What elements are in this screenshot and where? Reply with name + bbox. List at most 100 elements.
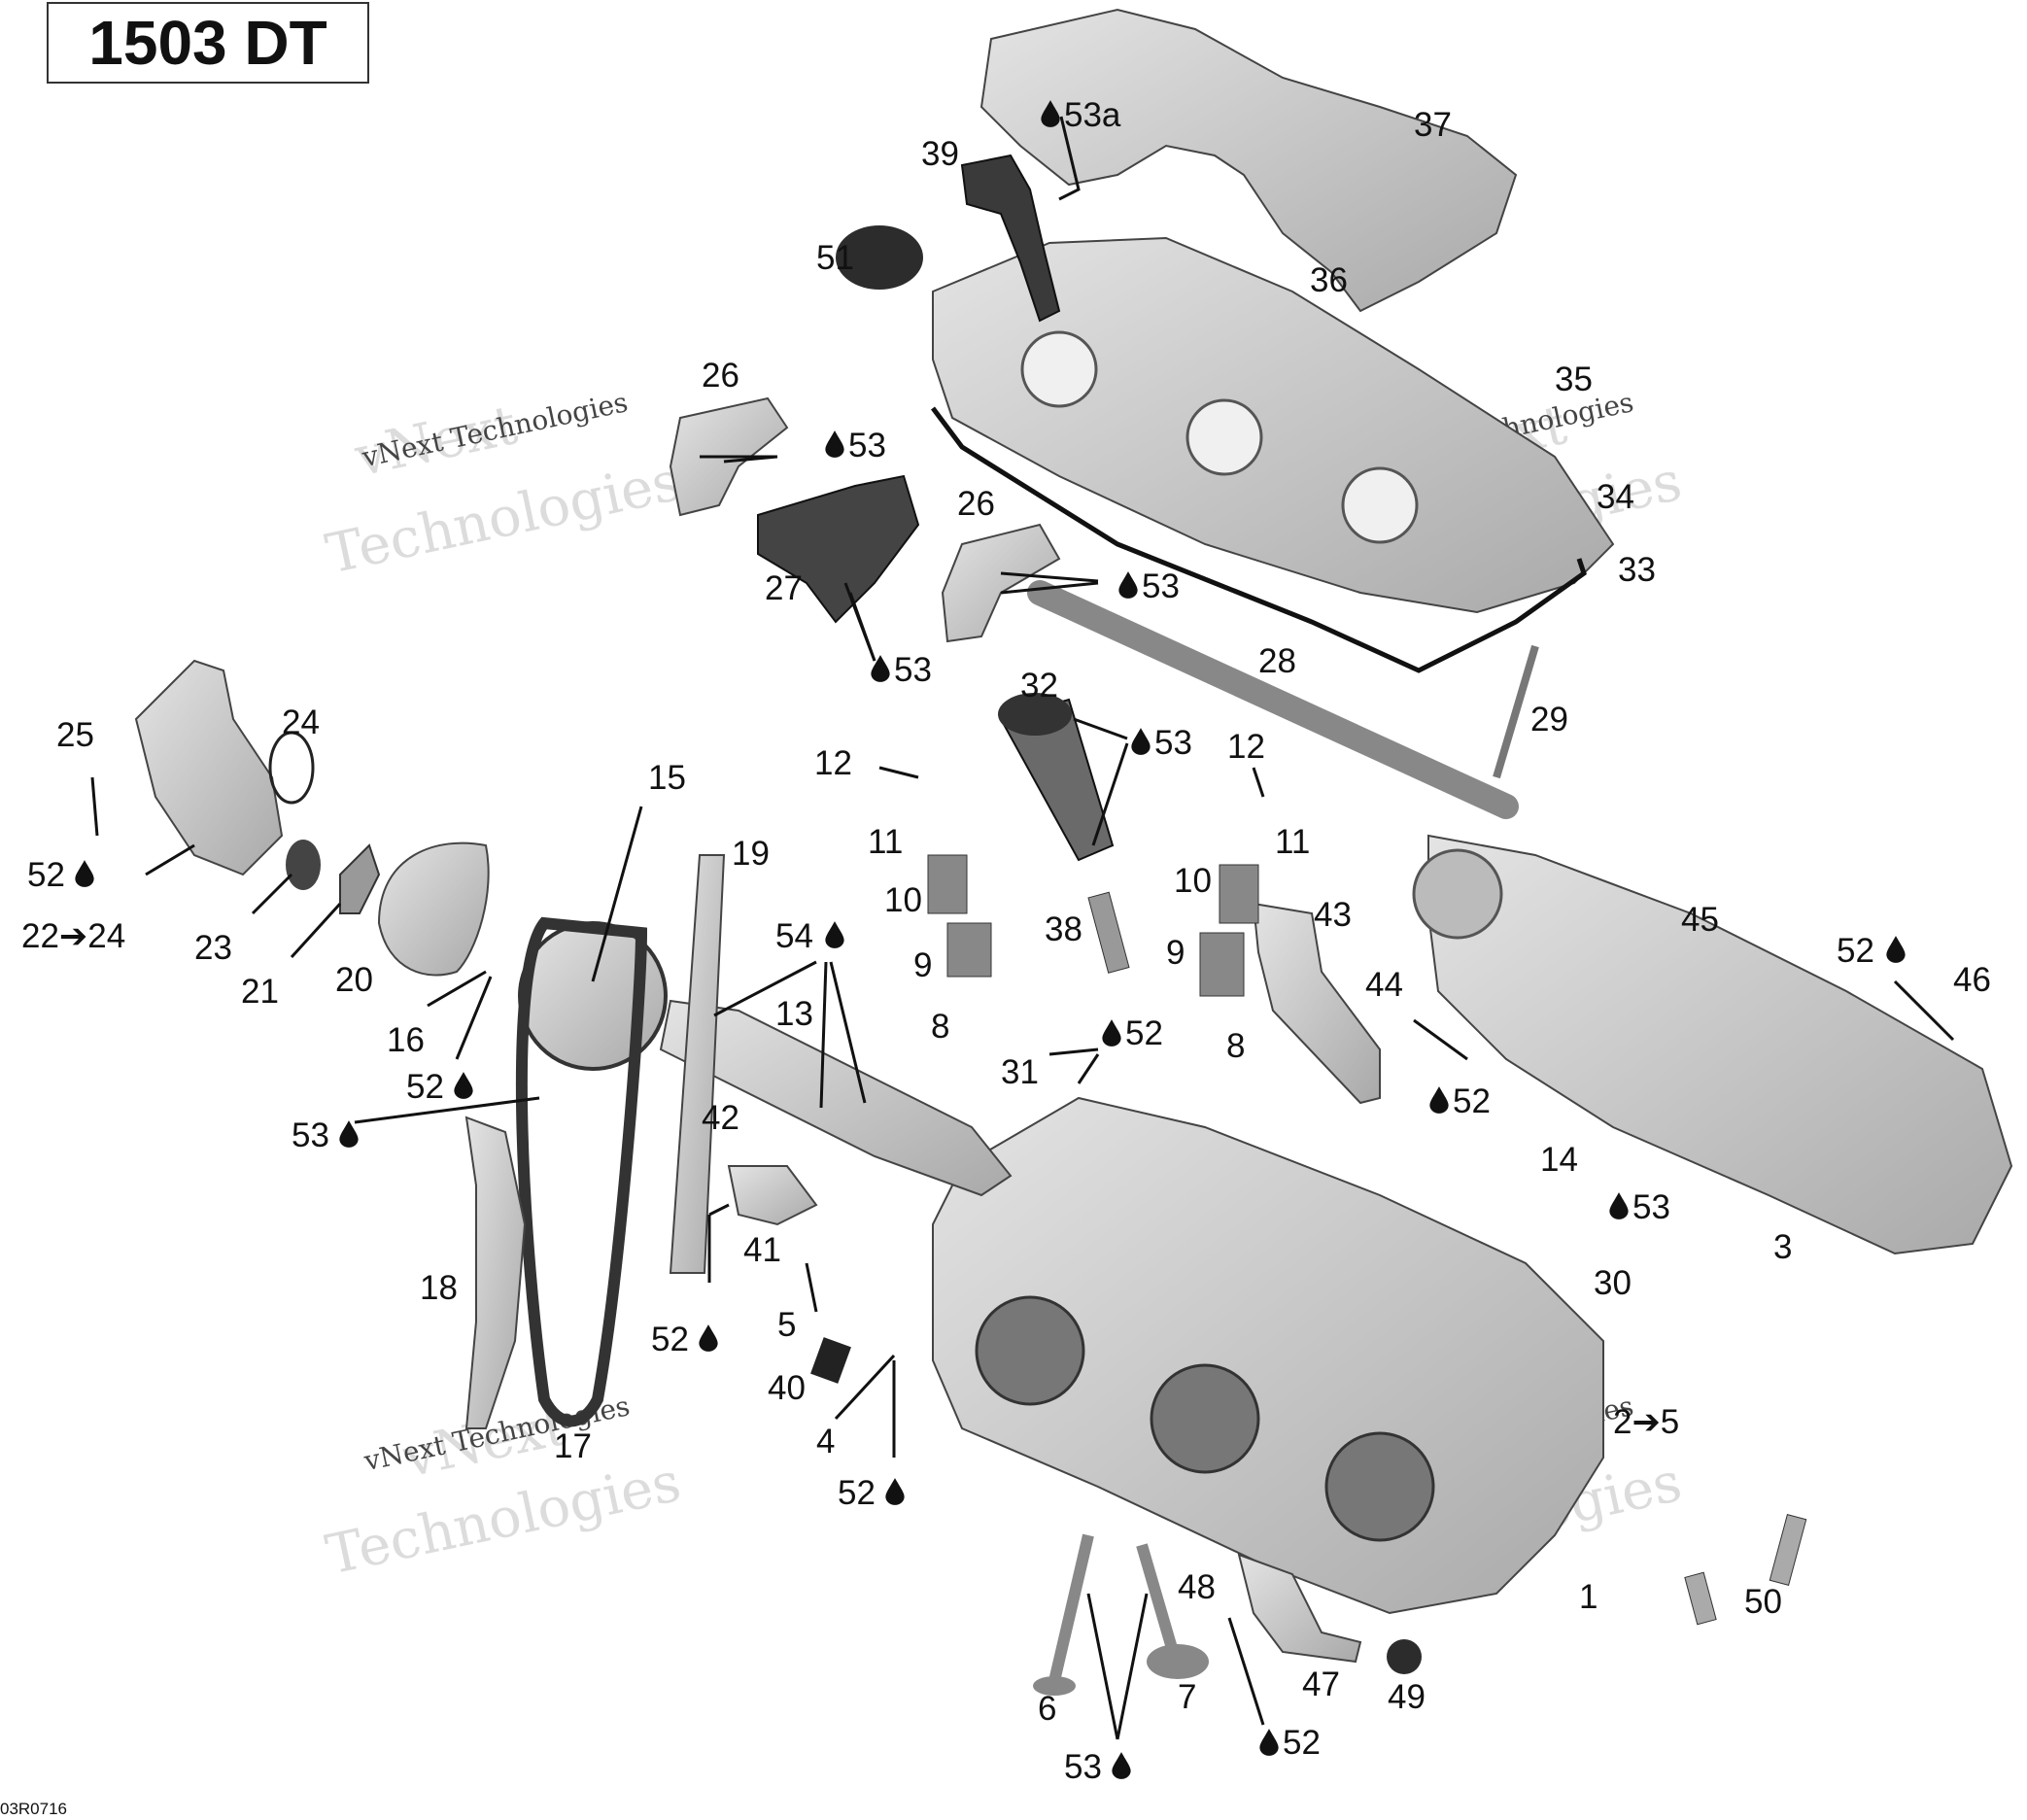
part-grommet: [836, 225, 923, 290]
callout-label: 11: [868, 823, 903, 861]
part-timing-chain: [515, 916, 648, 1427]
callout-label: 42: [702, 1099, 739, 1137]
drop-icon: [454, 1072, 473, 1099]
callout-label: 8: [931, 1008, 949, 1046]
drop-icon: [885, 1478, 905, 1505]
part-bolt: [1493, 644, 1539, 779]
callout-label: 24: [282, 704, 320, 741]
callout-label: 3: [1773, 1228, 1792, 1266]
part-valve-spring: [927, 854, 968, 914]
callout-label: 53: [1154, 724, 1192, 762]
callout-label: 37: [1414, 106, 1452, 144]
part-sleeve: [1769, 1513, 1807, 1587]
drop-icon: [825, 921, 844, 948]
leader-lines: [90, 116, 1955, 1740]
callout-label: 8: [1226, 1027, 1245, 1065]
diagram-code: 03R0716: [0, 1800, 68, 1818]
callout-label: 1: [1579, 1578, 1598, 1616]
part-ignition-coil: [960, 154, 1061, 323]
callout-label: 52: [1837, 932, 1874, 970]
callout-label: 19: [732, 835, 770, 873]
callout-label: 52: [838, 1474, 876, 1512]
callout-label: 15: [648, 759, 686, 797]
drop-icon: [1429, 1086, 1449, 1114]
drop-icon: [1131, 728, 1151, 755]
callout-label: 54: [775, 917, 813, 955]
part-spark-plug: [1087, 891, 1130, 974]
callout-label: 10: [1174, 862, 1212, 900]
part-cover-gasket: [931, 406, 1587, 673]
callout-label: 31: [1001, 1053, 1039, 1091]
callout-label: 25: [56, 716, 94, 754]
callout-label: 39: [921, 135, 959, 173]
callout-label: 16: [387, 1021, 425, 1059]
callout-label: 36: [1310, 261, 1348, 299]
callout-label: 50: [1744, 1583, 1782, 1621]
part-lower-bracket: [1237, 1553, 1362, 1664]
part-valve-spring: [946, 922, 992, 978]
callout-label: 52: [1453, 1082, 1491, 1120]
callout-label: 49: [1388, 1678, 1426, 1716]
callout-label: 26: [957, 485, 995, 523]
callout-label: 14: [1540, 1141, 1578, 1179]
part-seal: [286, 840, 321, 890]
part-valve: [1048, 1533, 1094, 1683]
callout-label: 18: [420, 1269, 458, 1307]
part-valve: [1136, 1543, 1182, 1664]
callout-label: 52: [1283, 1724, 1321, 1762]
callout-label: 34: [1597, 478, 1634, 516]
drop-icon: [1609, 1192, 1629, 1219]
part-manifold: [1427, 834, 2013, 1255]
part-rocker-shaft: [1027, 580, 1519, 819]
callout-label: 27: [765, 569, 803, 607]
callout-label: 23: [194, 929, 232, 967]
drop-icon: [339, 1120, 359, 1148]
part-valve-spring: [1199, 932, 1245, 997]
callout-label: 48: [1178, 1568, 1216, 1606]
part-bracket: [1252, 902, 1381, 1105]
callout-label: 53: [1064, 1748, 1102, 1786]
drop-icon: [75, 860, 94, 887]
callout-label: 45: [1681, 901, 1719, 939]
callout-label: 4: [816, 1423, 835, 1460]
part-grommet-small: [1387, 1639, 1422, 1674]
callout-label: 30: [1594, 1264, 1632, 1302]
callout-label: 32: [1020, 667, 1058, 704]
part-valve-spring: [1219, 864, 1259, 924]
callout-label: 52: [27, 856, 65, 894]
part-rocker-arm: [757, 474, 920, 624]
diagram-title: 1503 DT: [47, 2, 369, 84]
callout-label: 35: [1555, 361, 1593, 398]
part-tensioner-cover: [377, 841, 490, 977]
callout-label: 41: [743, 1231, 781, 1269]
callout-label: 7: [1178, 1678, 1196, 1716]
callout-label: 20: [335, 961, 373, 999]
callout-label: 6: [1038, 1690, 1056, 1728]
callout-label: 52: [1125, 1014, 1163, 1052]
callout-label: 2➔5: [1613, 1403, 1679, 1441]
callout-label: 5: [777, 1306, 796, 1344]
callout-label: 51: [816, 239, 854, 277]
part-sleeve: [1684, 1571, 1717, 1626]
callout-label: 28: [1258, 642, 1296, 680]
part-camshaft-sensor: [727, 1165, 818, 1226]
callout-label: 52: [406, 1068, 444, 1106]
callout-label: 33: [1618, 551, 1656, 589]
callout-label: 53: [894, 651, 932, 689]
callout-label: 53: [1632, 1188, 1670, 1226]
drop-icon: [1102, 1019, 1121, 1047]
callout-label: 13: [775, 995, 813, 1033]
callout-label: 53: [848, 427, 886, 464]
callout-label: 53a: [1064, 96, 1121, 134]
callout-label: 9: [1166, 934, 1185, 972]
drop-icon: [1118, 571, 1138, 599]
callout-label: 43: [1314, 896, 1352, 934]
callout-label: 17: [554, 1427, 592, 1465]
drop-icon: [699, 1324, 718, 1352]
callout-label: 22➔24: [21, 917, 125, 955]
callout-label: 12: [814, 744, 852, 782]
callout-label: 40: [768, 1369, 806, 1407]
drop-icon: [825, 430, 844, 458]
